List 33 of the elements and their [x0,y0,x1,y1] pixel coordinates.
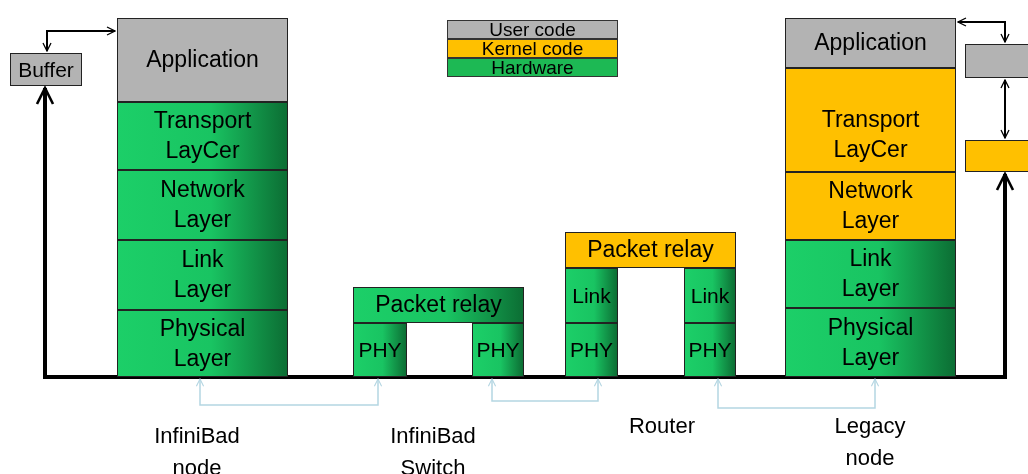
layer-box: Packet relay [565,232,736,268]
layer-box: Network Layer [117,170,288,240]
arrow [195,378,383,406]
layer-box: Physical Layer [117,310,288,377]
arrow [1000,79,1010,139]
layer-box: Network Layer [785,172,956,240]
layer-box: Application [785,18,956,68]
block [965,44,1028,78]
device-caption: Legacy node [833,412,907,472]
layer-box: Link Layer [117,240,288,310]
layer-box: Transport LayCer [117,102,288,170]
device-caption: Router [627,412,696,440]
layer-box: Application [117,18,288,102]
layer-box: Packet relay [353,287,524,323]
block [965,140,1028,172]
layer-box: Link [684,268,736,323]
layer-box: Transport LayCer [785,68,956,172]
arrow [35,86,1015,379]
layer-box: Link [565,268,618,323]
legend-label: User code [488,21,577,38]
layer-box: PHY [565,323,618,377]
layer-box: PHY [472,323,524,377]
layer-box: PHY [353,323,407,377]
layer-box: Link Layer [785,240,956,308]
layer-box: Physical Layer [785,308,956,377]
legend-label: Hardware [490,59,575,76]
arrow [713,378,880,409]
layer-box: Buffer [10,53,82,86]
layer-box: PHY [684,323,736,377]
arrow [487,378,603,402]
arrow [42,26,116,52]
arrow [957,17,1010,43]
legend-label: Kernel code [480,40,585,57]
